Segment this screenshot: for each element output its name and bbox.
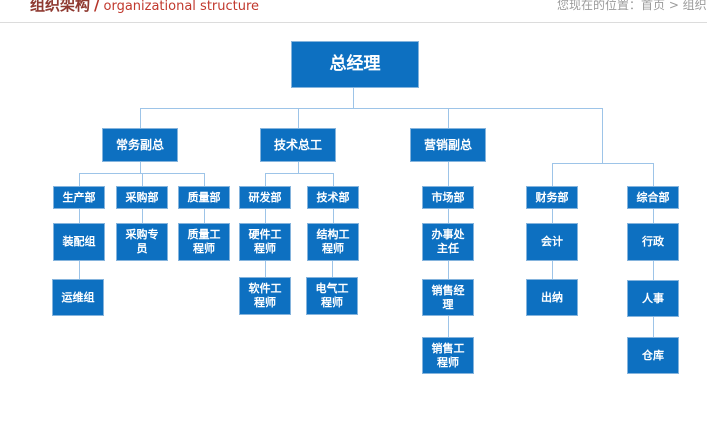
org-node-operations-group: 运维组 xyxy=(52,279,104,316)
connector-line xyxy=(265,173,266,186)
connector-line xyxy=(552,163,654,164)
org-node-quality-engineer: 质量工 程师 xyxy=(178,223,230,261)
org-node-purchasing-specialist: 采购专 员 xyxy=(116,223,168,261)
org-node-purchasing-dept: 采购部 xyxy=(116,186,168,209)
connector-line xyxy=(140,108,141,128)
connector-line xyxy=(140,108,603,109)
connector-line xyxy=(298,162,299,174)
connector-line xyxy=(265,173,334,174)
connector-line xyxy=(79,209,80,223)
connector-line xyxy=(142,209,143,223)
connector-line xyxy=(333,173,334,186)
org-node-finance-dept: 财务部 xyxy=(526,186,578,209)
org-node-sales-engineer: 销售工 程师 xyxy=(422,337,474,374)
connector-line xyxy=(448,162,449,186)
org-node-cashier: 出纳 xyxy=(526,279,578,316)
org-node-software-engineer: 软件工 程师 xyxy=(239,277,291,315)
connector-line xyxy=(353,88,354,108)
page-title-en: organizational structure xyxy=(103,0,260,14)
org-node-quality-dept: 质量部 xyxy=(178,186,230,209)
org-node-marketing-vice-president: 营销副总 xyxy=(410,128,486,162)
org-node-accountant: 会计 xyxy=(526,223,578,261)
org-node-general-affairs-dept: 综合部 xyxy=(627,186,679,209)
connector-line xyxy=(653,261,654,280)
connector-line xyxy=(142,173,143,186)
connector-line xyxy=(653,317,654,337)
connector-line xyxy=(448,209,449,223)
connector-line xyxy=(552,163,553,186)
connector-line xyxy=(448,316,449,337)
connector-line xyxy=(79,261,80,279)
page-title-cn: 组织架构 xyxy=(30,0,91,14)
org-node-rd-dept: 研发部 xyxy=(239,186,291,209)
breadcrumb[interactable]: 您现在的位置：首页 > 组织架构 xyxy=(557,0,707,12)
org-node-market-dept: 市场部 xyxy=(422,186,474,209)
connector-line xyxy=(204,209,205,223)
connector-line xyxy=(204,173,205,186)
org-node-structural-engineer: 结构工 程师 xyxy=(307,223,359,261)
org-node-office-director: 办事处 主任 xyxy=(422,223,474,261)
org-node-hr: 人事 xyxy=(627,280,679,317)
org-node-executive-vice-president: 常务副总 xyxy=(102,128,178,162)
connector-line xyxy=(448,261,449,279)
org-node-hardware-engineer: 硬件工 程师 xyxy=(239,223,291,261)
connector-line xyxy=(602,108,603,163)
connector-line xyxy=(79,173,80,186)
org-node-sales-manager: 销售经 理 xyxy=(422,279,474,316)
title-separator: / xyxy=(94,0,100,14)
connector-line xyxy=(653,163,654,186)
connector-line xyxy=(552,209,553,223)
connector-line xyxy=(332,261,333,277)
header-divider-line xyxy=(0,22,707,23)
connector-line xyxy=(265,261,266,277)
page-header: 组织架构/organizational structure xyxy=(30,0,259,15)
org-node-technology-dept: 技术部 xyxy=(307,186,359,209)
connector-line xyxy=(298,108,299,128)
connector-line xyxy=(448,108,449,128)
connector-line xyxy=(140,162,141,174)
org-node-assembly-group: 装配组 xyxy=(53,223,105,261)
connector-line xyxy=(552,261,553,279)
connector-line xyxy=(653,209,654,223)
org-node-administration: 行政 xyxy=(627,223,679,261)
connector-line xyxy=(333,209,334,223)
org-node-warehouse: 仓库 xyxy=(627,337,679,374)
org-node-electrical-engineer: 电气工 程师 xyxy=(306,277,358,315)
org-node-general-manager: 总经理 xyxy=(291,41,419,88)
org-node-chief-engineer: 技术总工 xyxy=(260,128,336,162)
connector-line xyxy=(265,209,266,223)
org-node-production-dept: 生产部 xyxy=(53,186,105,209)
